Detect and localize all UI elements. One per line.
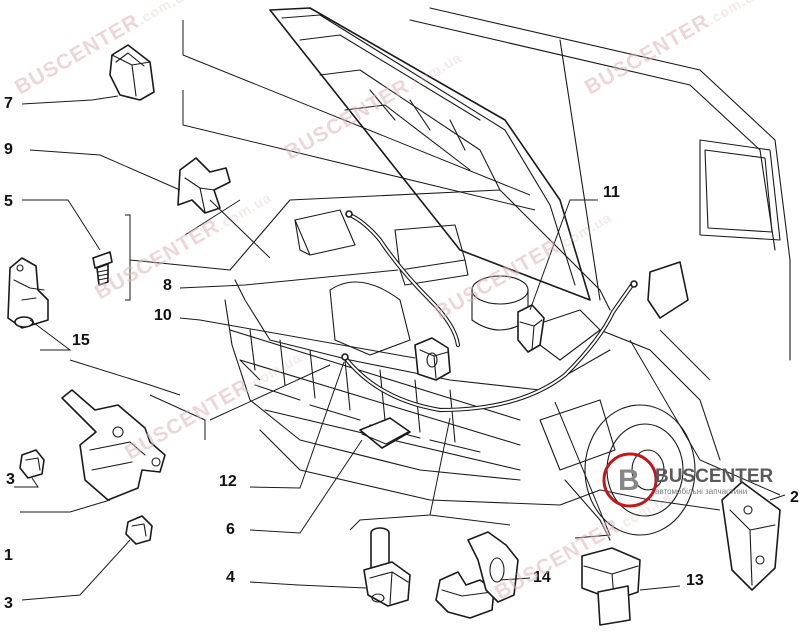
callout-11: 11	[603, 184, 620, 201]
part-clip-bracket	[581, 547, 641, 626]
callout-15: 15	[72, 332, 90, 349]
part-latch-bracket	[7, 257, 49, 329]
logo-ring	[602, 452, 658, 508]
part-release-handle	[359, 417, 411, 449]
callout-10: 10	[154, 307, 172, 324]
part-double-clip	[435, 531, 519, 619]
hood-release-cable	[341, 280, 638, 413]
buscenter-logo: B BUSCENTER автомобільні запчастини	[602, 452, 774, 508]
leader-lines	[14, 20, 786, 601]
logo-name: BUSCENTER	[655, 466, 774, 487]
callout-6: 6	[226, 521, 235, 538]
watermark: BUSCENTER.com.ua	[581, 0, 765, 99]
callout-labels: 3 1 2 3 4 5 6 7 8 9 10 11 12 13 14 15	[4, 95, 799, 612]
part-cable-clamp	[414, 337, 451, 381]
van-illustration	[224, 7, 791, 541]
callout-3-upper: 3	[6, 471, 15, 488]
callout-5: 5	[4, 193, 13, 210]
callout-1: 1	[4, 547, 13, 564]
part-stay-pivot	[363, 527, 411, 607]
callout-3-lower: 3	[4, 595, 13, 612]
callout-12: 12	[219, 473, 237, 490]
watermark: BUSCENTER.com.ua	[11, 0, 195, 99]
callout-7: 7	[4, 95, 13, 112]
callout-8: 8	[163, 277, 172, 294]
watermark: BUSCENTER.com.ua	[121, 345, 305, 465]
logo-tagline: автомобільні запчастини	[655, 487, 747, 496]
callout-2: 2	[790, 489, 799, 506]
part-rod-clip	[177, 157, 231, 214]
part-guide-plate	[721, 481, 781, 591]
part-nut-upper	[19, 449, 45, 479]
part-hood-latch	[61, 389, 166, 501]
callout-4: 4	[226, 569, 235, 586]
part-bump-stop	[109, 44, 155, 101]
callout-14: 14	[533, 569, 551, 586]
callout-9: 9	[4, 141, 13, 158]
logo-letter-b: B	[618, 464, 640, 497]
hood-support-rod	[345, 210, 461, 348]
callout-13: 13	[686, 572, 704, 589]
part-nut-lower	[125, 515, 153, 545]
part-cable-holder	[517, 304, 545, 353]
part-screw	[92, 251, 113, 286]
